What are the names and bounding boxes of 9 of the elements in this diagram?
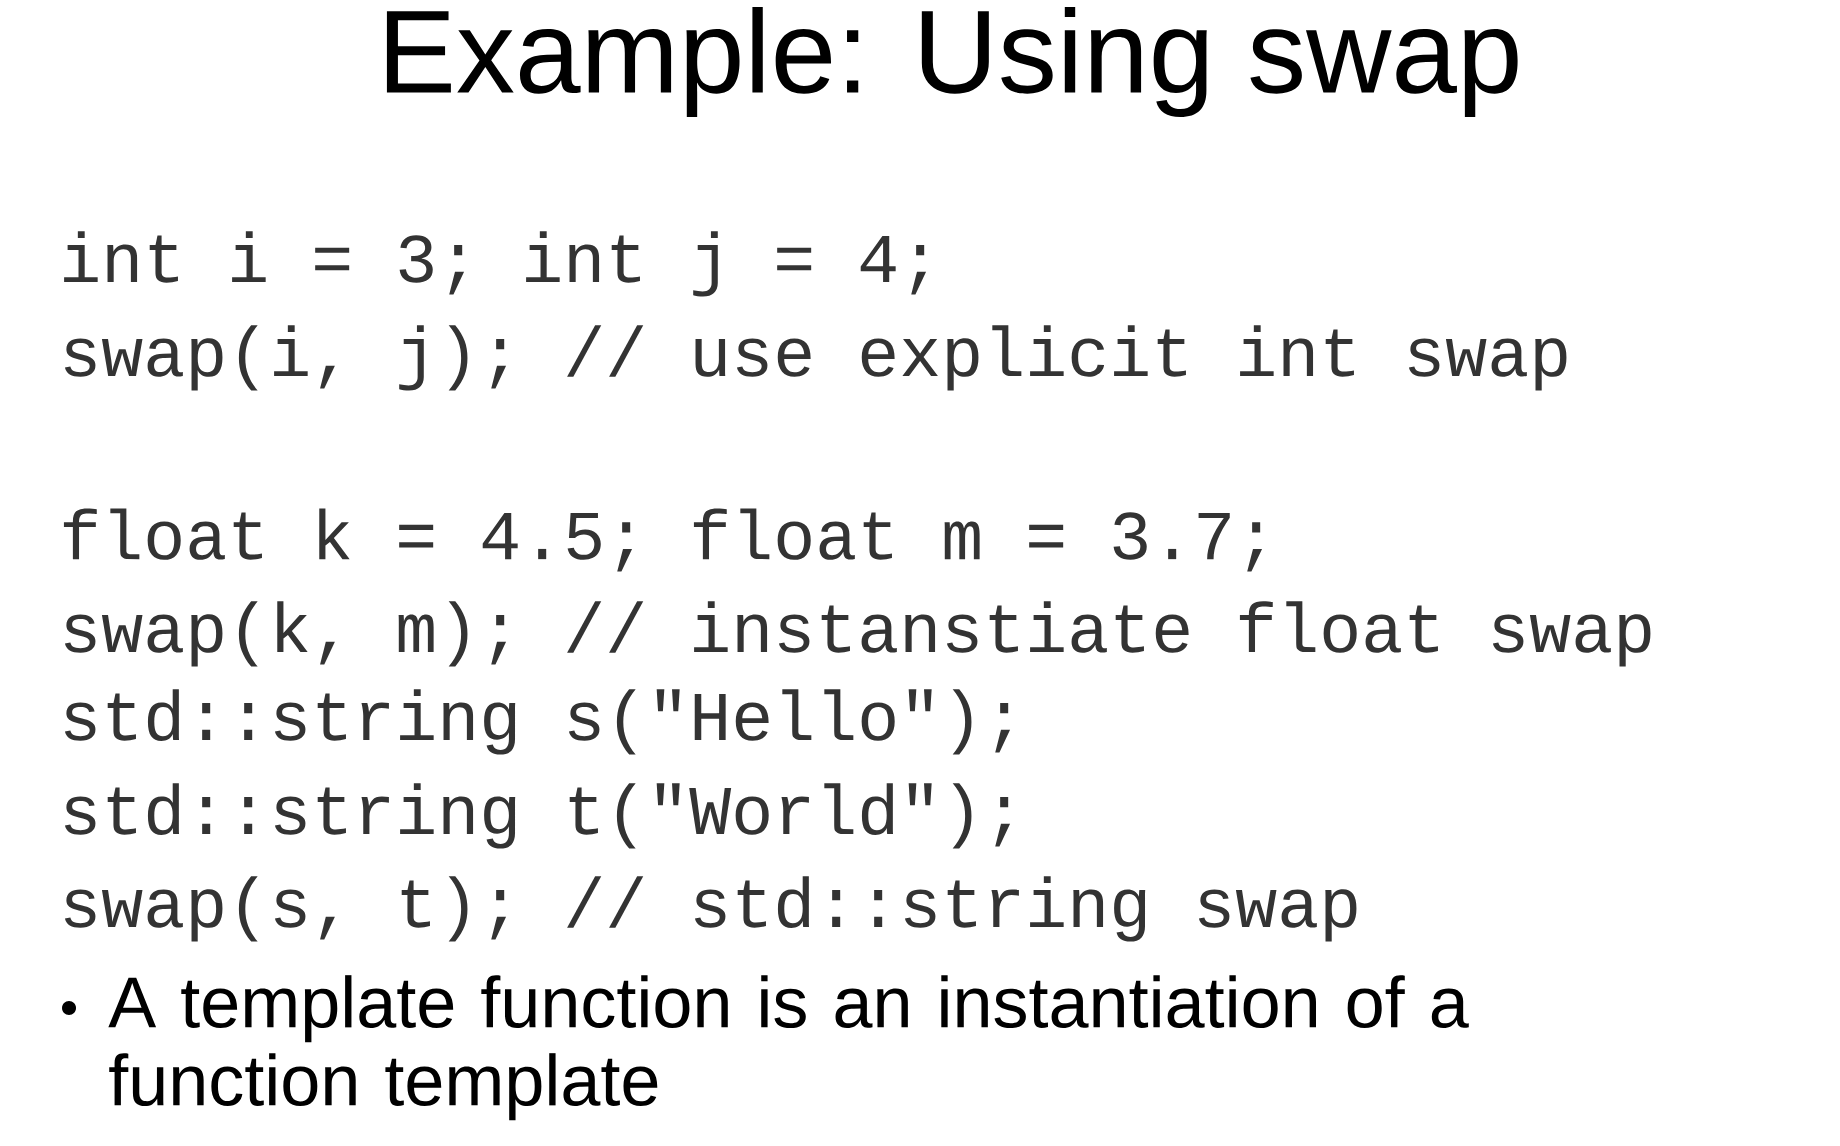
slide-title: Example: Using swap — [386, 7, 1518, 117]
code-line: swap(k, m); // instanstiate float swap — [64, 601, 1651, 667]
code-line: std::string s("Hello"); — [64, 689, 1011, 755]
code-line: int i = 3; int j = 4; — [64, 231, 927, 297]
code-line: swap(i, j); // use explicit int swap — [64, 325, 1567, 391]
code-line: std::string t("World"); — [64, 783, 1011, 849]
bullet-text: A template function is an instantiation of a function template — [108, 975, 1469, 1121]
code-line: float k = 4.5; float m = 3.7; — [63, 508, 1263, 572]
code-line: swap(s, t); // std::string swap — [64, 876, 1357, 942]
